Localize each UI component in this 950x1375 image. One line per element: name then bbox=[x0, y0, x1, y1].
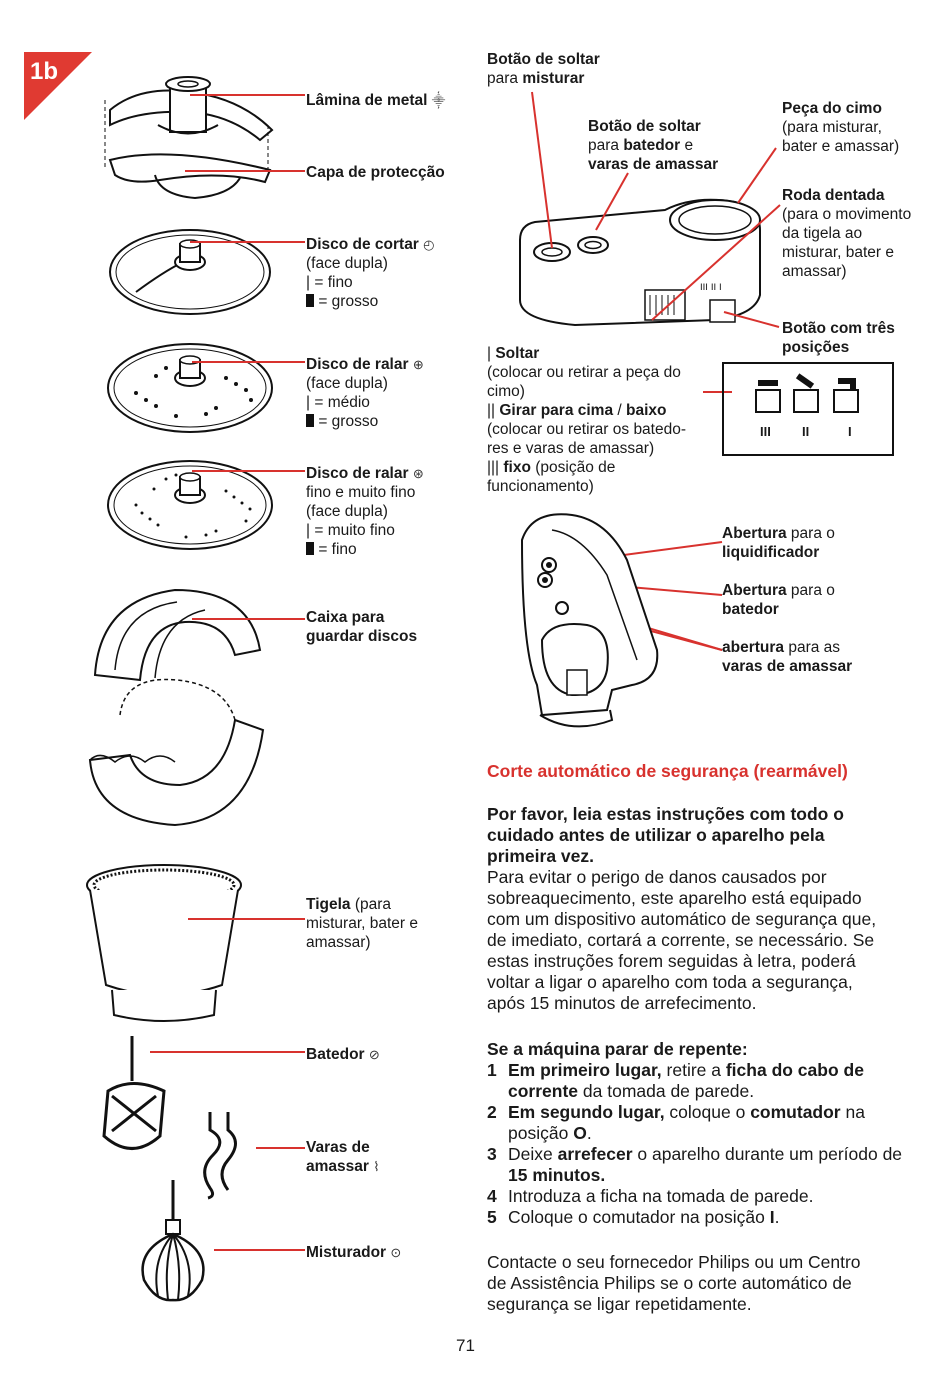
step-text: . bbox=[586, 1123, 592, 1143]
label-grating-disc: Disco de ralar ⊕ (face dupla) | = médio … bbox=[306, 356, 424, 430]
safety-heading: Corte automático de segurança (rearmável… bbox=[487, 761, 848, 781]
section-tab-label: 1b bbox=[30, 58, 59, 85]
label-blender-opening: Abertura para o liquidificador bbox=[722, 525, 835, 561]
step-text: o aparelho durante um período de bbox=[632, 1144, 903, 1164]
step-text: na posição bbox=[508, 1102, 865, 1143]
step-text: arrefecer bbox=[557, 1144, 633, 1164]
label-gear: Roda dentada (para o movimento da tigela… bbox=[782, 187, 912, 280]
hooks-icon: ⌇ bbox=[373, 1159, 380, 1174]
safety-intro: Por favor, leia estas instruções com tod… bbox=[487, 804, 877, 1013]
step-text: I bbox=[769, 1207, 775, 1227]
step-text: Em segundo lugar, bbox=[508, 1102, 665, 1122]
whisk-illustration bbox=[141, 1180, 205, 1302]
fine-grating-disc-illustration bbox=[107, 460, 273, 550]
step-text: Coloque o comutador na posição bbox=[508, 1207, 770, 1227]
thick-mark-icon bbox=[306, 414, 314, 427]
step-number: 5 bbox=[487, 1207, 497, 1227]
slicing-icon: ◴ bbox=[423, 237, 435, 252]
step-text: Introduza a ficha na tomada de parede. bbox=[508, 1186, 814, 1206]
label-three-position-button: Botão com três posições bbox=[782, 320, 895, 356]
disc-storage-illustration bbox=[88, 588, 265, 827]
bowl-illustration bbox=[86, 864, 242, 1022]
label-disc-storage: Caixa para guardar discos bbox=[306, 609, 418, 645]
fine-grating-icon: ⊛ bbox=[412, 466, 424, 481]
label-hooks-opening: abertura para as varas de amassar bbox=[722, 639, 853, 675]
svg-text:III II I: III II I bbox=[700, 283, 722, 293]
grating-disc-illustration bbox=[107, 343, 273, 433]
step-number: 4 bbox=[487, 1186, 497, 1206]
step-text: Em primeiro lugar, bbox=[508, 1060, 662, 1080]
section-tab bbox=[24, 52, 92, 120]
position-label-2: II bbox=[802, 424, 810, 439]
step-number: 3 bbox=[487, 1144, 497, 1164]
step-text: 15 minutos. bbox=[508, 1165, 606, 1185]
step-text: da tomada de parede. bbox=[578, 1081, 755, 1101]
step-number: 2 bbox=[487, 1102, 497, 1122]
safety-step-2: 2 Em segundo lugar, coloque o comutador n… bbox=[487, 1102, 907, 1144]
label-bowl: Tigela (para misturar, bater e amassar) bbox=[306, 896, 418, 951]
hooks-illustration bbox=[203, 1112, 237, 1200]
position-diagram-box: III II I bbox=[722, 362, 894, 456]
label-beater-opening: Abertura para o batedor bbox=[722, 582, 835, 618]
label-slicing-disc: Disco de cortar ◴ (face dupla) | = fino … bbox=[306, 236, 435, 310]
safety-step-3: 3 Deixe arrefecer o aparelho durante um p… bbox=[487, 1144, 907, 1186]
thick-mark-icon bbox=[306, 294, 314, 307]
safety-step-5: 5 Coloque o comutador na posição I. bbox=[487, 1207, 907, 1228]
step-text: coloque o bbox=[664, 1102, 751, 1122]
safety-steps: 1 Em primeiro lugar, retire a ficha do ca… bbox=[487, 1060, 907, 1228]
step-number: 1 bbox=[487, 1060, 497, 1080]
position-label-3: III bbox=[760, 424, 771, 439]
step-text: retire a bbox=[661, 1060, 726, 1080]
label-release-beater: Botão de soltar para batedor e varas de … bbox=[588, 118, 719, 173]
label-release-mix: Botão de soltar para misturar bbox=[487, 51, 600, 87]
step-text: Deixe bbox=[508, 1144, 558, 1164]
step-text: ficha do cabo de corrente bbox=[508, 1060, 864, 1101]
blade-icon: ⸎ bbox=[431, 93, 446, 108]
whisk-icon: ⊙ bbox=[390, 1245, 402, 1260]
beater-icon: ⊘ bbox=[368, 1047, 380, 1062]
label-top-piece: Peça do cimo (para misturar, bater e ama… bbox=[782, 100, 900, 155]
label-cover: Capa de protecção bbox=[306, 164, 445, 181]
step-text: comutador bbox=[750, 1102, 841, 1122]
page-number: 71 bbox=[456, 1336, 475, 1355]
blade-illustration bbox=[104, 76, 274, 200]
positions-description: | Soltar (colocar ou retirar a peça do c… bbox=[487, 345, 687, 495]
position-label-1: I bbox=[848, 424, 852, 439]
label-fine-grating-disc: Disco de ralar ⊛ fino e muito fino (face… bbox=[306, 465, 424, 558]
position-diagram-icons bbox=[755, 373, 859, 413]
top-piece-underside-illustration bbox=[520, 513, 659, 728]
step-text: O bbox=[573, 1123, 587, 1143]
grating-icon: ⊕ bbox=[412, 357, 424, 372]
label-beater: Batedor ⊘ bbox=[306, 1046, 380, 1063]
safety-step-1: 1 Em primeiro lugar, retire a ficha do ca… bbox=[487, 1060, 907, 1102]
slicing-disc-illustration bbox=[109, 229, 271, 315]
beater-illustration bbox=[102, 1036, 166, 1150]
step-text: . bbox=[774, 1207, 780, 1227]
stop-heading: Se a máquina parar de repente: bbox=[487, 1039, 748, 1059]
safety-step-4: 4 Introduza a ficha na tomada de parede. bbox=[487, 1186, 907, 1207]
contact-text: Contacte o seu fornecedor Philips ou um … bbox=[487, 1252, 861, 1314]
label-hooks: Varas de amassar ⌇ bbox=[306, 1139, 380, 1175]
thick-mark-icon bbox=[306, 542, 314, 555]
label-whisk: Misturador ⊙ bbox=[306, 1244, 402, 1261]
label-blade: Lâmina de metal ⸎ bbox=[306, 92, 446, 109]
